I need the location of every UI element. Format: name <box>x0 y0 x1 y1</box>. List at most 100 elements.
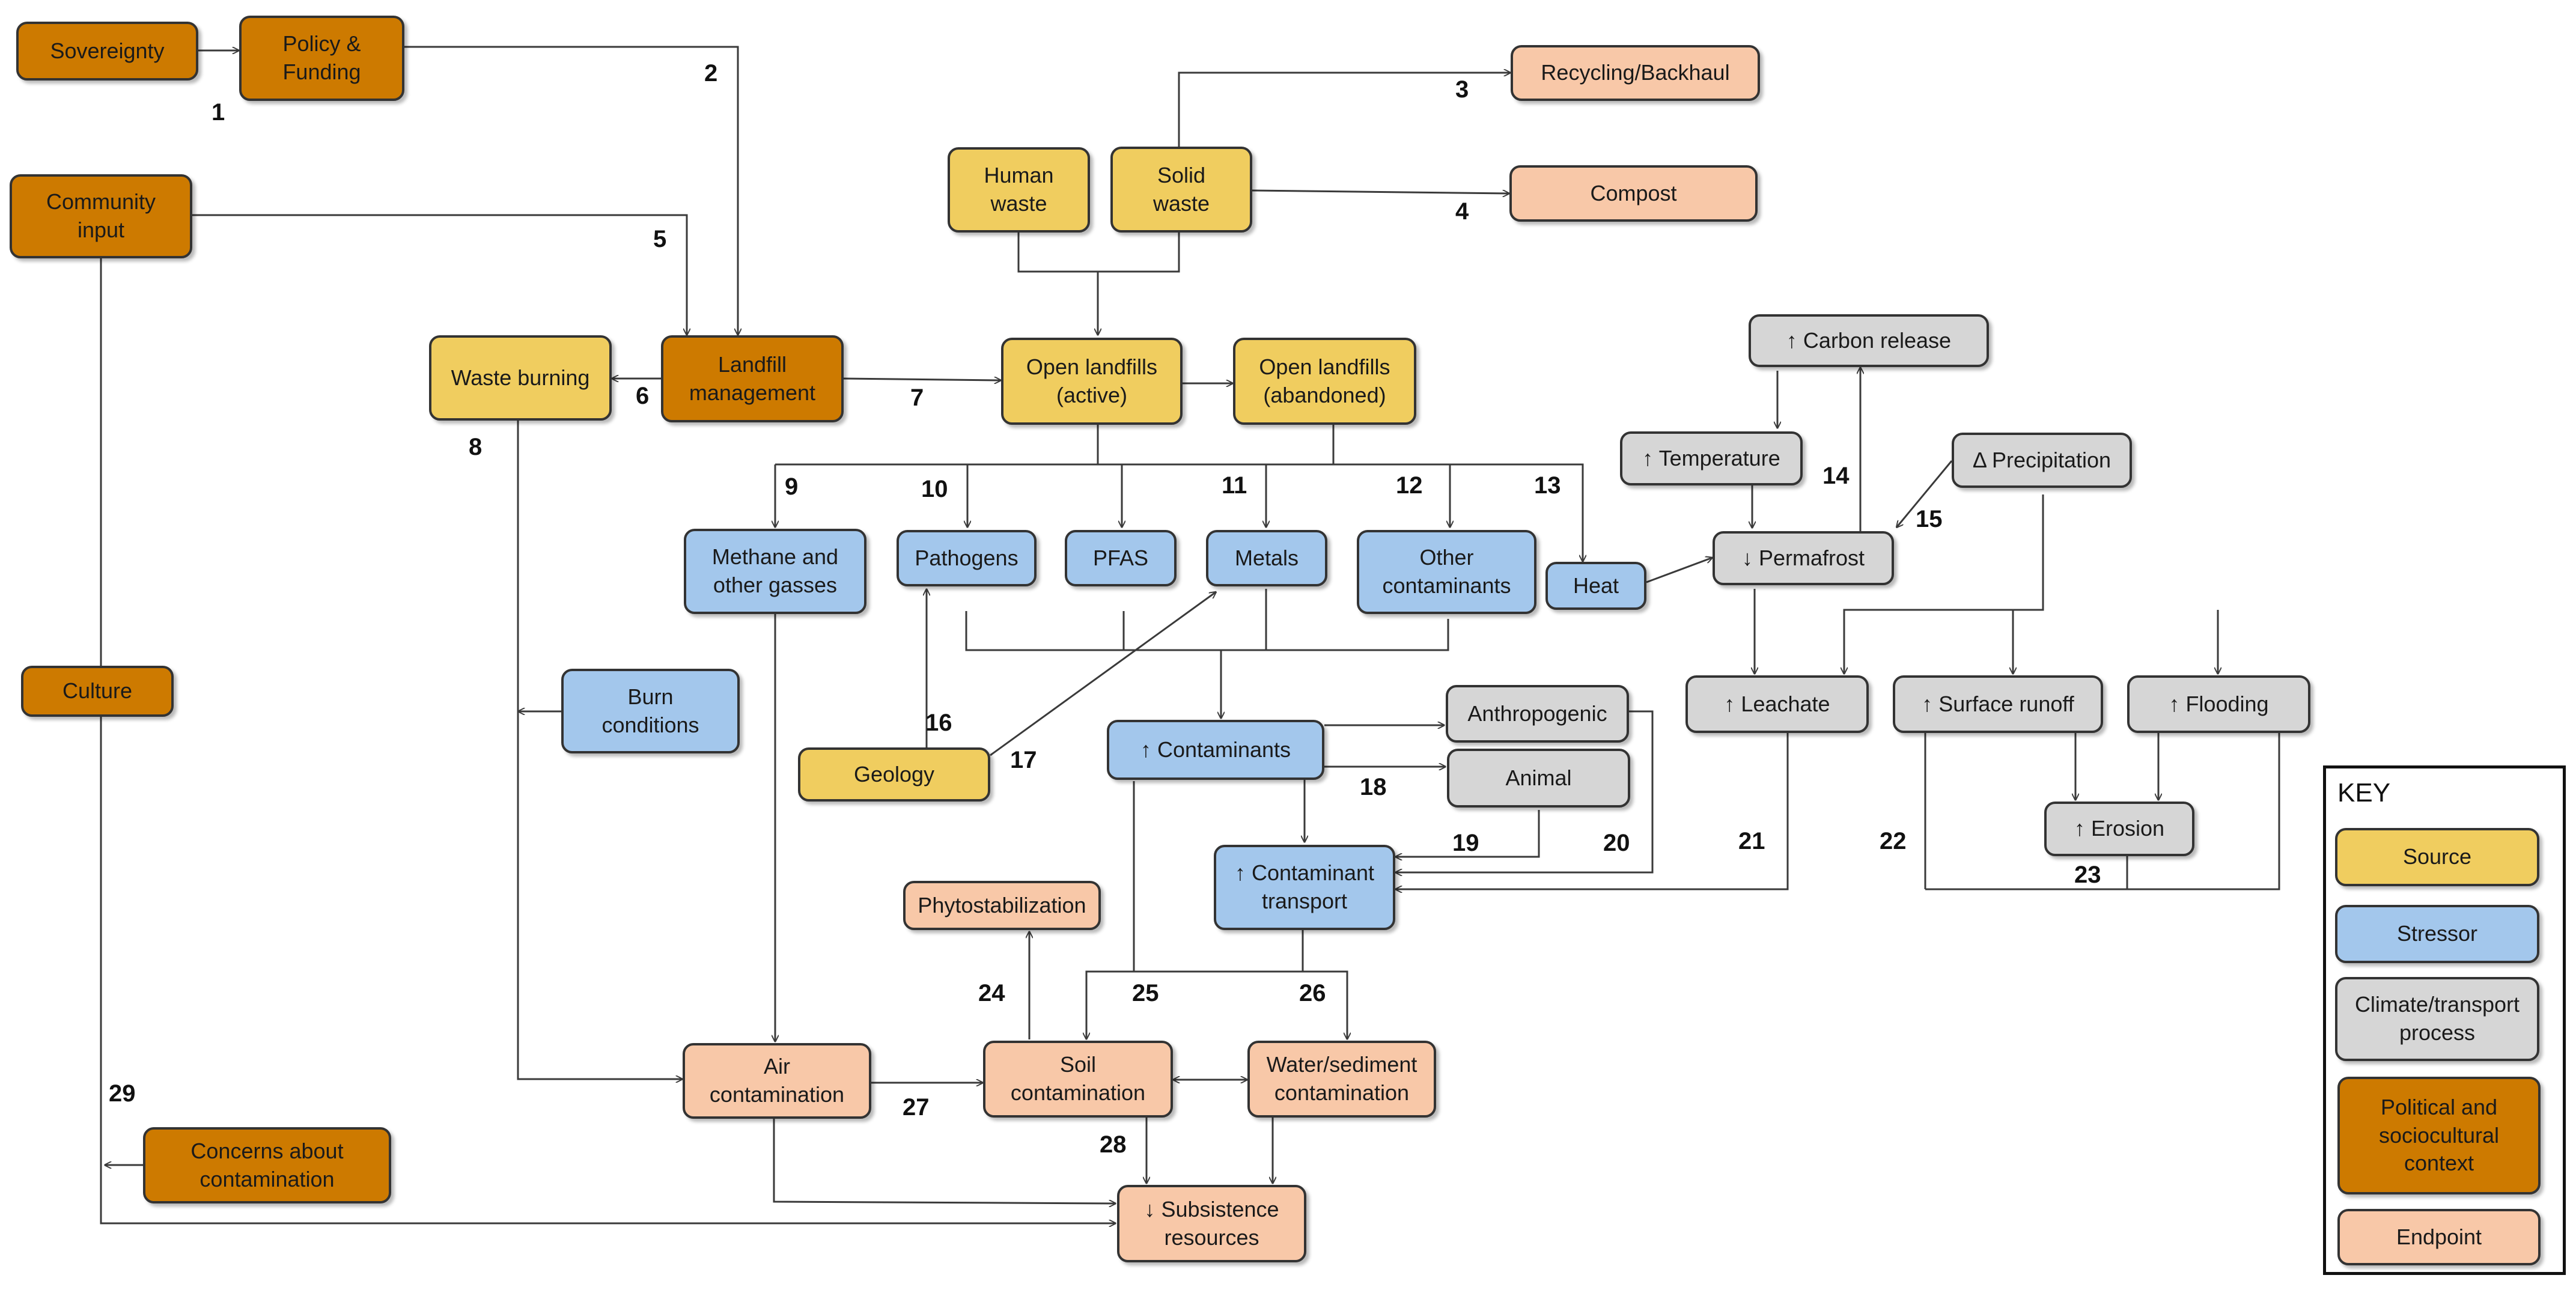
node-sovereignty-label: Sovereignty <box>50 38 165 63</box>
node-recycling-backhaul: Recycling/Backhaul <box>1511 45 1760 101</box>
legend-climate-transport: Climate/transport process <box>2335 977 2539 1061</box>
node-compost: Compost <box>1509 165 1758 222</box>
node-flooding-label: ↑ Flooding <box>2169 691 2269 716</box>
node-permafrost-label: ↓ Permafrost <box>1741 545 1865 570</box>
edge-number-27: 27 <box>903 1094 930 1121</box>
node-precipitation-label: Δ Precipitation <box>1972 447 2112 472</box>
node-pfas: PFAS <box>1065 530 1177 586</box>
node-concerns-about-contamination: Concerns about contamination <box>143 1127 391 1203</box>
node-air-contamination-label: Air contamination <box>709 1054 845 1107</box>
edge-number-7: 7 <box>910 385 924 411</box>
node-waste-burning: Waste burning <box>429 335 612 421</box>
node-landfill-management: Landfill management <box>661 335 844 422</box>
node-contaminants: ↑ Contaminants <box>1107 720 1324 780</box>
node-pfas-label: PFAS <box>1092 545 1149 570</box>
node-community-input: Community input <box>10 174 192 258</box>
node-culture: Culture <box>21 666 174 717</box>
node-heat: Heat <box>1545 562 1646 610</box>
edge-number-16: 16 <box>925 710 952 736</box>
edge-number-4: 4 <box>1455 198 1469 225</box>
node-methane-and-other-gasses: Methane and other gasses <box>684 529 866 614</box>
node-contaminants-label: ↑ Contaminants <box>1140 737 1291 762</box>
edge-number-14: 14 <box>1822 463 1850 489</box>
edge-number-25: 25 <box>1132 980 1159 1006</box>
node-water-sediment-contamination: Water/sediment contamination <box>1247 1041 1436 1118</box>
node-erosion: ↑ Erosion <box>2044 802 2194 856</box>
edge-number-21: 21 <box>1738 828 1765 854</box>
legend-source: Source <box>2335 828 2539 886</box>
edge-number-17: 17 <box>1010 747 1037 773</box>
node-other-contaminants-label: Other contaminants <box>1382 545 1511 598</box>
node-phytostabilization-label: Phytostabilization <box>918 892 1086 917</box>
legend-political-label: Political and sociocultural context <box>2378 1094 2500 1176</box>
edge-number-18: 18 <box>1360 774 1387 800</box>
edge-number-8: 8 <box>469 434 483 460</box>
node-pathogens: Pathogens <box>897 530 1037 586</box>
legend-stressor: Stressor <box>2335 905 2539 963</box>
edge-number-6: 6 <box>636 383 650 409</box>
node-solid-waste-label: Solid waste <box>1153 162 1210 216</box>
edge-number-28: 28 <box>1100 1131 1127 1158</box>
node-anthropogenic-label: Anthropogenic <box>1467 701 1607 726</box>
node-human-waste: Human waste <box>948 147 1090 233</box>
edge-number-9: 9 <box>785 473 799 500</box>
node-air-contamination: Air contamination <box>683 1043 871 1119</box>
edge-number-26: 26 <box>1299 980 1326 1006</box>
node-metals-label: Metals <box>1234 545 1299 570</box>
legend-endpoint: Endpoint <box>2337 1209 2541 1265</box>
node-heat-label: Heat <box>1573 573 1619 598</box>
edge-number-24: 24 <box>978 980 1005 1006</box>
node-policy-funding: Policy & Funding <box>239 16 404 101</box>
node-metals: Metals <box>1206 530 1327 586</box>
edge-number-2: 2 <box>704 60 718 87</box>
node-solid-waste: Solid waste <box>1110 147 1252 233</box>
node-other-contaminants: Other contaminants <box>1357 530 1536 614</box>
edge-number-23: 23 <box>2074 862 2101 888</box>
legend-political-sociocultural: Political and sociocultural context <box>2337 1077 2541 1194</box>
node-sovereignty: Sovereignty <box>16 22 198 81</box>
node-anthropogenic: Anthropogenic <box>1446 685 1629 743</box>
node-subsistence-resources: ↓ Subsistence resources <box>1117 1185 1306 1262</box>
node-recycling-label: Recycling/Backhaul <box>1541 60 1730 85</box>
node-geology-label: Geology <box>853 761 935 786</box>
node-community-input-label: Community input <box>46 189 156 242</box>
node-water-contamination-label: Water/sediment contamination <box>1266 1052 1417 1105</box>
node-methane-label: Methane and other gasses <box>711 544 839 597</box>
node-subsistence-label: ↓ Subsistence resources <box>1144 1196 1279 1250</box>
node-temperature: ↑ Temperature <box>1620 431 1803 485</box>
node-flooding: ↑ Flooding <box>2127 675 2310 733</box>
node-contaminant-transport: ↑ Contaminant transport <box>1214 845 1395 930</box>
node-precipitation: Δ Precipitation <box>1952 433 2132 488</box>
edge-number-19: 19 <box>1452 830 1479 856</box>
legend-source-label: Source <box>2402 844 2472 869</box>
edge-number-13: 13 <box>1534 472 1561 499</box>
edge-number-12: 12 <box>1396 472 1423 499</box>
node-open-landfills-active: Open landfills (active) <box>1001 338 1183 425</box>
node-open-active-label: Open landfills (active) <box>1026 354 1158 407</box>
edge-number-22: 22 <box>1880 828 1907 854</box>
node-temperature-label: ↑ Temperature <box>1642 445 1780 470</box>
node-pathogens-label: Pathogens <box>915 545 1019 570</box>
legend-title: KEY <box>2337 778 2391 808</box>
edge-number-15: 15 <box>1916 506 1943 532</box>
node-burn-conditions: Burn conditions <box>561 669 740 753</box>
node-geology: Geology <box>798 747 990 802</box>
node-culture-label: Culture <box>62 678 133 704</box>
edge-number-5: 5 <box>653 226 667 252</box>
node-leachate-label: ↑ Leachate <box>1724 691 1830 716</box>
legend-endpoint-label: Endpoint <box>2396 1224 2482 1249</box>
node-leachate: ↑ Leachate <box>1685 675 1869 733</box>
node-animal: Animal <box>1447 749 1630 808</box>
node-contaminant-transport-label: ↑ Contaminant transport <box>1234 860 1375 913</box>
node-animal-label: Animal <box>1505 765 1572 790</box>
edge-number-20: 20 <box>1603 830 1630 856</box>
node-phytostabilization: Phytostabilization <box>903 881 1101 930</box>
node-soil-contamination: Soil contamination <box>983 1041 1173 1118</box>
node-carbon-release-label: ↑ Carbon release <box>1786 327 1952 353</box>
node-policy-funding-label: Policy & Funding <box>282 31 361 84</box>
node-surface-runoff-label: ↑ Surface runoff <box>1922 691 2074 716</box>
node-open-landfills-abandoned: Open landfills (abandoned) <box>1233 338 1416 425</box>
edge-number-11: 11 <box>1222 472 1247 499</box>
node-carbon-release: ↑ Carbon release <box>1749 314 1989 367</box>
